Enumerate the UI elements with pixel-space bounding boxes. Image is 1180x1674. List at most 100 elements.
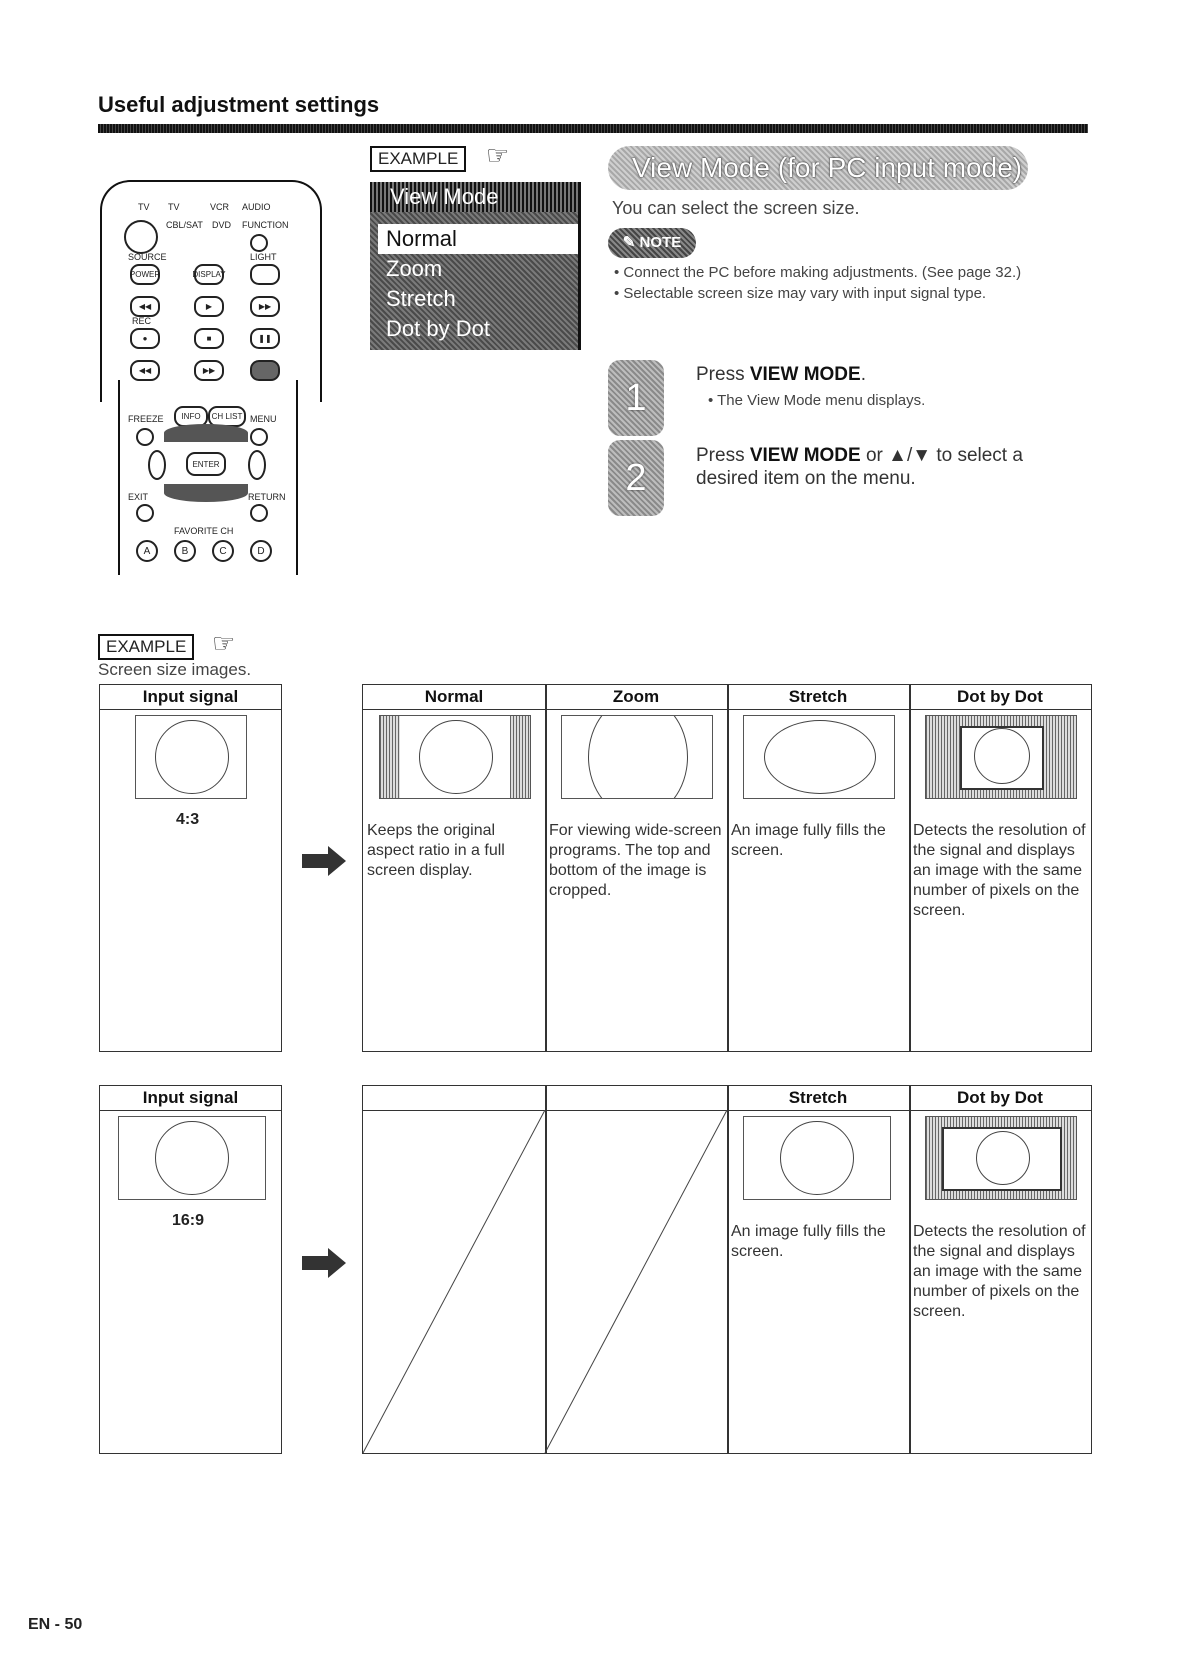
remote-light-button [250, 264, 280, 285]
circle-image [155, 720, 229, 794]
fav-b-button: B [174, 540, 196, 562]
note-badge: ✎ NOTE [608, 228, 696, 258]
stop-icon: ■ [194, 328, 224, 349]
remote-enter-button: ENTER [186, 452, 226, 476]
up-arrow-icon [164, 424, 248, 442]
view-mode-menu: View Mode Normal Zoom Stretch Dot by Dot [370, 182, 581, 350]
intro-text: You can select the screen size. [612, 198, 860, 218]
remote-label-freeze: FREEZE [128, 414, 164, 424]
step-1-bold: VIEW MODE [749, 364, 861, 385]
step-1-sub: • The View Mode menu displays. [708, 392, 926, 409]
screen-dot-by-dot [925, 1116, 1077, 1200]
fav-d-button: D [250, 540, 272, 562]
function-button [250, 234, 268, 252]
screen-43-input [135, 715, 247, 799]
screen-normal [379, 715, 531, 799]
skip-back-icon: ◀◀ [130, 360, 160, 381]
menu-item-normal[interactable]: Normal [378, 224, 578, 254]
remote-label-tv2: TV [168, 202, 180, 212]
remote-label-favorite: FAVORITE CH [174, 526, 234, 536]
menu-title: View Mode [370, 182, 578, 212]
remote-label-audio: AUDIO [242, 202, 271, 212]
screen-stretch [743, 1116, 891, 1200]
column-divider [727, 1086, 729, 1453]
pointing-hand-icon: ☞ [486, 140, 510, 170]
column-divider [545, 685, 547, 1051]
menu-item-zoom[interactable]: Zoom [386, 256, 443, 281]
modes-table-169: Stretch Dot by Dot An image fully fills … [362, 1085, 1092, 1454]
remote-power-button: POWER [130, 264, 160, 285]
remote-lower-right-edge [296, 380, 298, 575]
remote-upper-body [100, 180, 322, 402]
down-arrow-icon [164, 484, 248, 502]
side-bar [380, 716, 400, 798]
input-signal-box-169: Input signal 16:9 [99, 1085, 282, 1454]
desc-normal: Keeps the original aspect ratio in a ful… [367, 822, 505, 879]
remote-label-rec: REC [132, 316, 152, 326]
note-item-text: Selectable screen size may vary with inp… [623, 285, 987, 302]
circle-image [780, 1121, 854, 1195]
dot-by-dot-window [942, 1127, 1062, 1191]
pencil-icon: ✎ [622, 234, 636, 251]
remote-label-return: RETURN [248, 492, 286, 502]
step-1-post: . [860, 364, 866, 385]
not-applicable-slashes [363, 1110, 727, 1453]
desc-dot-by-dot: Detects the resolution of the signal and… [913, 822, 1086, 919]
power-circle-icon [124, 220, 158, 254]
remote-label-menu: MENU [250, 414, 277, 424]
section-title: Useful adjustment settings [98, 92, 380, 117]
modes-table-43: Normal Zoom Stretch Dot by Dot Keeps the… [362, 684, 1092, 1052]
desc-stretch: An image fully fills the screen. [731, 822, 886, 859]
fast-forward-icon: ▶▶ [250, 296, 280, 317]
step-1-badge: 1 [608, 360, 664, 436]
remote-display-button: DISPLAY [192, 264, 226, 285]
col-header-dot-by-dot: Dot by Dot [909, 1086, 1091, 1111]
title-rule [98, 124, 1088, 133]
note-item-text: Connect the PC before making adjustments… [623, 264, 1022, 281]
desc-stretch: An image fully fills the screen. [731, 1223, 886, 1260]
remote-label-dvd: DVD [212, 220, 232, 230]
input-signal-header: Input signal [100, 685, 281, 710]
step-2-post: or ▲/▼ to select a desired item on the m… [696, 445, 1023, 489]
right-arrow-icon [302, 1248, 346, 1278]
remote-lower-left-edge [118, 380, 120, 575]
col-header-zoom: Zoom [545, 685, 727, 710]
column-divider [727, 685, 729, 1051]
remote-label-exit: EXIT [128, 492, 149, 502]
pointing-hand-icon: ☞ [212, 628, 236, 658]
side-bar [510, 716, 530, 798]
note-badge-label: NOTE [639, 234, 682, 251]
dot-by-dot-window [960, 726, 1044, 790]
col-header-stretch: Stretch [727, 685, 909, 710]
circle-image [976, 1131, 1030, 1185]
right-arrow-icon [302, 846, 346, 876]
fav-c-button: C [212, 540, 234, 562]
column-divider [545, 1086, 547, 1453]
ellipse-image [764, 720, 876, 794]
col-header-normal: Normal [363, 685, 545, 710]
menu-item-stretch[interactable]: Stretch [386, 286, 456, 311]
circle-image [974, 728, 1030, 784]
play-icon: ▶ [194, 296, 224, 317]
menu-item-dot-by-dot[interactable]: Dot by Dot [386, 316, 490, 341]
input-signal-box-43: Input signal 4:3 [99, 684, 282, 1052]
col-header-stretch: Stretch [727, 1086, 909, 1111]
page-number: EN - 50 [28, 1616, 83, 1633]
step-2-badge: 2 [608, 440, 664, 516]
ratio-43: 4:3 [176, 811, 200, 828]
pause-icon: ❚❚ [250, 328, 280, 349]
rewind-icon: ◀◀ [130, 296, 160, 317]
remote-label-function: FUNCTION [242, 220, 289, 230]
example-caption: Screen size images. [98, 660, 252, 679]
example-tag-2: EXAMPLE [98, 634, 195, 660]
col-header-dot-by-dot: Dot by Dot [909, 685, 1091, 710]
desc-dot-by-dot: Detects the resolution of the signal and… [913, 1223, 1086, 1320]
right-arrow-icon [248, 450, 266, 480]
example-tag: EXAMPLE [370, 146, 467, 172]
circle-image [588, 716, 688, 798]
screen-zoom [561, 715, 713, 799]
step-1-text: Press VIEW MODE. [696, 364, 866, 386]
exit-button [136, 504, 154, 522]
note-item: • Connect the PC before making adjustmen… [614, 264, 1022, 281]
screen-stretch [743, 715, 895, 799]
